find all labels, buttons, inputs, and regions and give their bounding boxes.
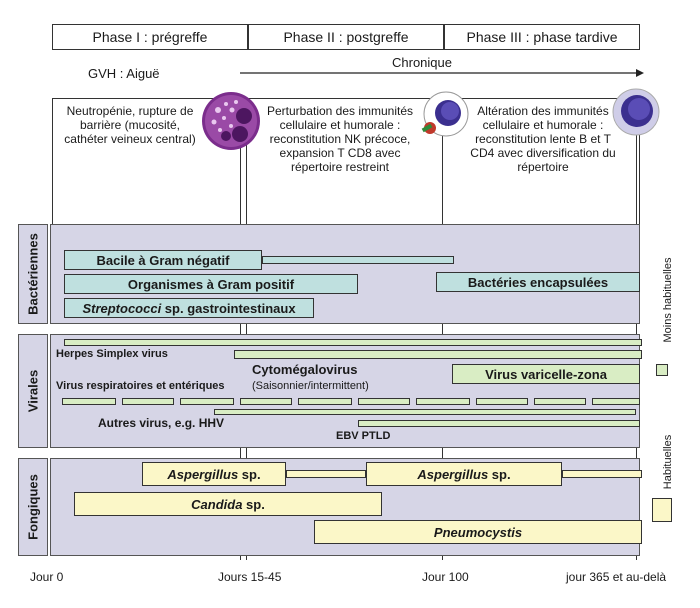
candida-sp: sp. (242, 496, 265, 512)
encapsulated-bacteria-bar: Bactéries encapsulées (436, 272, 640, 292)
gvh-chronic-arrow (240, 69, 644, 77)
resp-dash-2 (122, 398, 174, 405)
day45-line (246, 98, 247, 560)
pneumocystis-bar: Pneumocystis (314, 520, 642, 544)
hsv-bar (234, 350, 642, 359)
legend-less-usual-label: Moins habituelles (662, 257, 674, 343)
resp-dash-8 (476, 398, 528, 405)
legend-less-usual-swatch (656, 364, 668, 376)
hsv-label: Herpes Simplex virus (56, 348, 168, 360)
axis-day365: jour 365 et au-delà (566, 570, 667, 584)
pneumocystis-italic: Pneumocystis (433, 524, 523, 540)
phase-3-description: Altération des immunités cellulaire et h… (470, 104, 616, 174)
resp-dash-9 (534, 398, 586, 405)
legend-usual-label: Habituelles (662, 434, 674, 490)
category-bacterial: Bactériennes (18, 224, 48, 324)
category-viral: Virales (18, 334, 48, 448)
resp-dash-1 (62, 398, 116, 405)
gram-negative-bar: Bacile à Gram négatif (64, 250, 262, 270)
cmv-label: Cytomégalovirus (252, 362, 358, 377)
aspergillus-bar-2: Aspergillus sp. (366, 462, 562, 486)
aspergillus-tail (562, 470, 642, 478)
day15-line (240, 98, 241, 560)
gvh-chronic-label: Chronique (392, 55, 452, 70)
vzv-bar: Virus varicelle-zona (452, 364, 640, 384)
phase-2-description: Perturbation des immunités cellulaire et… (266, 104, 414, 174)
phase-2-header: Phase II : postgreffe (248, 24, 444, 50)
description-frame (52, 98, 640, 248)
aspergillus-bar-1: Aspergillus sp. (142, 462, 286, 486)
category-viral-label: Virales (25, 369, 41, 413)
respiratory-virus-label: Virus respiratoires et entériques (56, 380, 225, 392)
resp-dash-3 (180, 398, 234, 405)
neutrophil-icon (202, 92, 260, 150)
aspergillus-2-italic: Aspergillus (417, 466, 489, 482)
resp-dash-4 (240, 398, 292, 405)
cmv-note: (Saisonnier/intermittent) (252, 380, 369, 392)
candida-bar: Candida sp. (74, 492, 382, 516)
category-fungal-label: Fongiques (25, 474, 41, 540)
hhv-bar (214, 409, 636, 415)
aspergillus-1-sp: sp. (238, 466, 261, 482)
hhv-label: Autres virus, e.g. HHV (98, 416, 225, 430)
streptococci-suffix: sp. gastrointestinaux (161, 300, 296, 316)
phase-3-label: Phase III : phase tardive (466, 29, 618, 45)
candida-italic: Candida (191, 496, 243, 512)
gram-negative-tail (262, 256, 454, 264)
day100-line (442, 98, 443, 560)
phase-1-description: Neutropénie, rupture de barrière (mucosi… (64, 104, 196, 146)
gram-positive-bar: Organismes à Gram positif (64, 274, 358, 294)
streptococci-italic: Streptococci (82, 300, 162, 316)
phase-1-label: Phase I : prégreffe (92, 29, 208, 45)
category-bacterial-label: Bactériennes (25, 233, 41, 315)
resp-dash-5 (298, 398, 352, 405)
ebv-label: EBV PTLD (336, 430, 391, 442)
resp-dash-10 (592, 398, 640, 405)
gvh-acute-label: GVH : Aiguë (88, 66, 160, 81)
resp-dash-7 (416, 398, 470, 405)
aspergillus-2-sp: sp. (488, 466, 511, 482)
lymphocyte-b-t-icon (612, 88, 660, 136)
legend-usual-swatch (652, 498, 672, 522)
aspergillus-connector (286, 470, 366, 478)
axis-day15-45: Jours 15-45 (218, 570, 282, 584)
category-fungal: Fongiques (18, 458, 48, 556)
ebv-bar (358, 420, 640, 427)
streptococci-bar: Streptococci sp. gastrointestinaux (64, 298, 314, 318)
phase-1-header: Phase I : prégreffe (52, 24, 248, 50)
lymphocyte-nk-icon (421, 91, 469, 137)
hsv-bar-thin (64, 339, 642, 346)
day365-line (636, 98, 637, 560)
phase-3-header: Phase III : phase tardive (444, 24, 640, 50)
axis-day0: Jour 0 (30, 570, 64, 584)
resp-dash-6 (358, 398, 410, 405)
aspergillus-1-italic: Aspergillus (167, 466, 239, 482)
phase-2-label: Phase II : postgreffe (283, 29, 409, 45)
axis-day100: Jour 100 (422, 570, 469, 584)
